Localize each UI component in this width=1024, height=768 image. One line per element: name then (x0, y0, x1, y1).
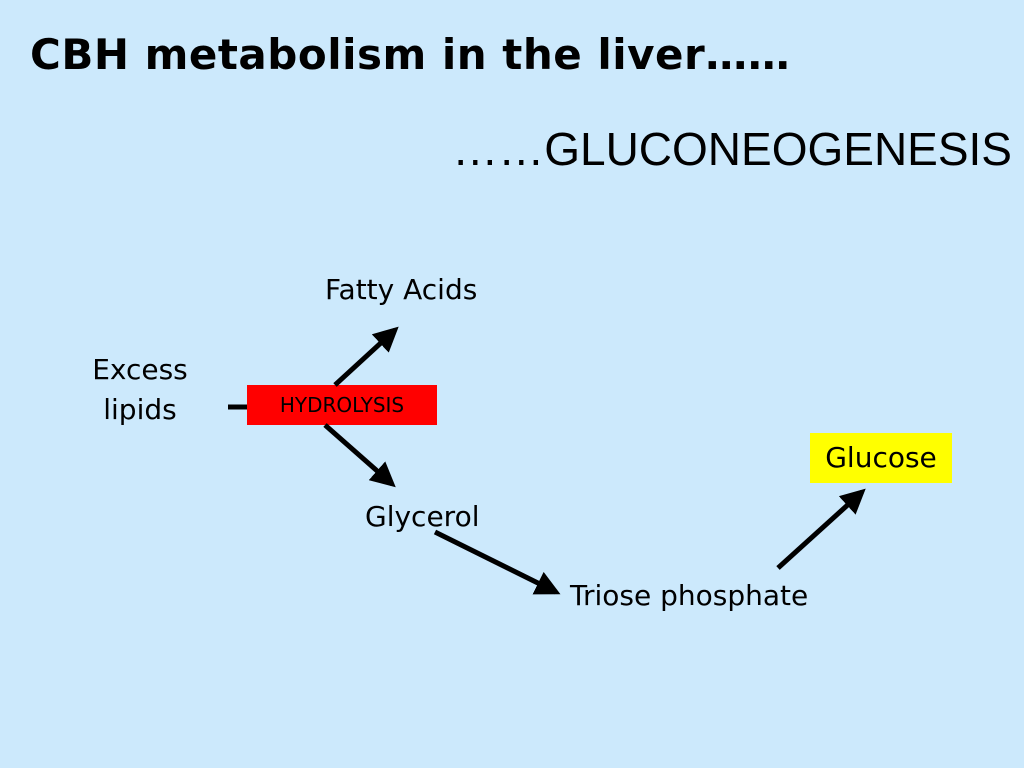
arrow-to-glucose (776, 488, 866, 570)
glucose-box: Glucose (810, 433, 952, 483)
fatty-acids-label: Fatty Acids (325, 273, 478, 306)
excess-lipids-line-1: Excess (92, 353, 188, 386)
hydrolysis-box: HYDROLYSIS (247, 385, 437, 425)
excess-lipids-line-2: lipids (103, 393, 177, 426)
arrow-to-glycerol (323, 423, 396, 488)
slide-subtitle: ……GLUCONEOGENESIS (452, 123, 1012, 175)
glycerol-label: Glycerol (365, 500, 480, 533)
arrow-to-fatty-acids (333, 326, 399, 387)
slide-title: CBH metabolism in the liver…… (30, 30, 791, 79)
excess-lipids-label: Excess lipids (70, 350, 210, 430)
arrow-to-triose-phosphate (433, 529, 561, 595)
triose-phosphate-label: Triose phosphate (570, 579, 809, 612)
